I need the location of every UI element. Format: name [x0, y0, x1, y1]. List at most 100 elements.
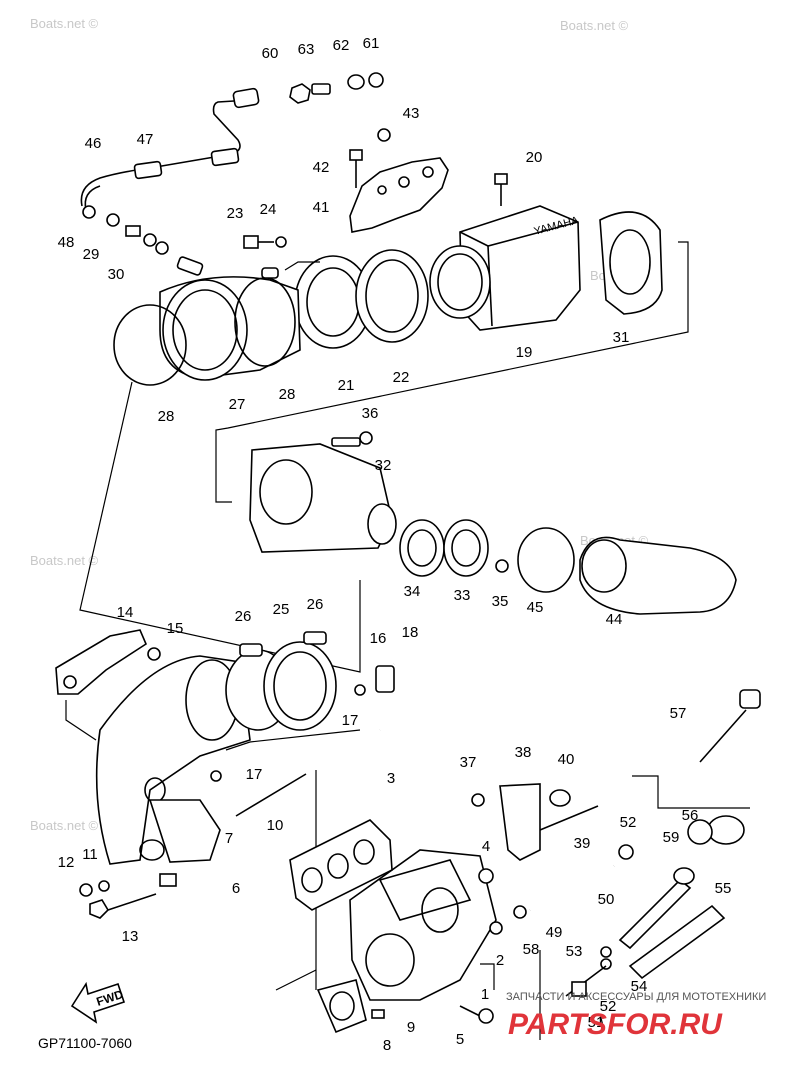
callout-number: 28 — [158, 408, 175, 425]
callout-number: 37 — [460, 754, 477, 771]
callout-number: 9 — [407, 1019, 415, 1036]
callout-number: 26 — [235, 608, 252, 625]
callout-number: 44 — [606, 611, 623, 628]
rubber-joint-27 — [113, 256, 301, 386]
callout-number: 3 — [387, 770, 395, 787]
callout-number: 7 — [225, 830, 233, 847]
callout-number: 50 — [598, 891, 615, 908]
watermark: Boats.net © — [560, 18, 629, 33]
callout-number: 1 — [481, 986, 489, 1003]
hoses-54-55 — [565, 867, 726, 997]
elbow-32 — [249, 431, 397, 553]
callout-number: 39 — [574, 835, 591, 852]
exhaust-manifold-3 — [349, 849, 497, 1001]
callout-number: 47 — [137, 131, 154, 148]
callout-number: 15 — [167, 620, 184, 637]
watermark: Boats.net © — [30, 16, 99, 31]
bracket-41 — [349, 157, 449, 233]
callout-number: 41 — [313, 199, 330, 216]
callout-number: 55 — [715, 880, 732, 897]
reference-frame-bottom — [480, 775, 750, 1040]
callout-number: 28 — [279, 386, 296, 403]
callout-number: 26 — [307, 596, 324, 613]
callout-number: 21 — [338, 377, 355, 394]
callout-number: 32 — [375, 457, 392, 474]
callout-number: 40 — [558, 751, 575, 768]
callout-number: 6 — [232, 880, 240, 897]
bolts-bottom — [79, 868, 587, 1024]
callout-number: 24 — [260, 201, 277, 218]
callout-number: 18 — [402, 624, 419, 641]
forward-arrow-icon: FWD — [70, 981, 125, 1024]
callout-number: 33 — [454, 587, 471, 604]
callout-number: 62 — [333, 37, 350, 54]
callout-number: 5 — [456, 1031, 464, 1048]
callout-number: 45 — [527, 599, 544, 616]
callout-number: 30 — [108, 266, 125, 283]
hose-16-18 — [210, 656, 466, 782]
bracket-38 — [471, 783, 571, 861]
watermark: Boats.net © — [30, 553, 99, 568]
brand-logo: PARTSFOR.RU — [508, 1008, 723, 1041]
callout-number: 17 — [246, 766, 263, 783]
callout-number: 46 — [85, 135, 102, 152]
joint-25-26 — [225, 631, 337, 731]
reference-frame-top — [215, 241, 689, 503]
callout-number: 12 — [58, 854, 75, 871]
callout-number: 22 — [393, 369, 410, 386]
callout-number: 49 — [546, 924, 563, 941]
hose-44 — [579, 536, 737, 615]
callout-number: 59 — [663, 829, 680, 846]
bracket-14 — [55, 629, 161, 695]
muffler-body — [95, 655, 251, 865]
sensor-57-56 — [687, 689, 761, 845]
flange-21-22 — [294, 249, 429, 349]
callout-number: 53 — [566, 943, 583, 960]
callout-number: 27 — [229, 396, 246, 413]
callout-number: 52 — [600, 998, 617, 1015]
callout-number: 23 — [227, 205, 244, 222]
callout-number: 58 — [523, 941, 540, 958]
callout-number: 29 — [83, 246, 100, 263]
callout-number: 61 — [363, 35, 380, 52]
callout-number: 25 — [273, 601, 290, 618]
watermark: Boats.net © — [30, 818, 99, 833]
callout-number: 43 — [403, 105, 420, 122]
gasket-31 — [599, 211, 663, 315]
callout-number: 17 — [342, 712, 359, 729]
callout-number: 42 — [313, 159, 330, 176]
top-hose-assembly — [80, 87, 260, 219]
reference-frame-middle — [79, 381, 361, 673]
callout-number: 36 — [362, 405, 379, 422]
callout-number: 10 — [267, 817, 284, 834]
callout-number: 63 — [298, 41, 315, 58]
callout-number: 2 — [496, 952, 504, 969]
diagram-code: GP71100-7060 — [38, 1035, 132, 1051]
callout-number: 38 — [515, 744, 532, 761]
reference-frame-lower — [65, 700, 361, 751]
exhaust-chamber-19: YAMAHA — [429, 205, 581, 331]
callout-number: 60 — [262, 45, 279, 62]
gasket-8 — [316, 979, 367, 1034]
callout-number: 11 — [82, 846, 98, 863]
callout-number: 16 — [370, 630, 387, 647]
callout-number: 31 — [613, 329, 630, 346]
callout-number: 52 — [620, 814, 637, 831]
rings-33-34-45 — [399, 519, 575, 593]
callout-number: 35 — [492, 593, 509, 610]
small-bolts-top — [106, 72, 508, 255]
callout-number: 34 — [404, 583, 421, 600]
pipes-49-50 — [513, 805, 634, 919]
shop-caption: ЗАПЧАСТИ И АКСЕССУАРЫ ДЛЯ МОТОТЕХНИКИ — [506, 991, 766, 1003]
callout-number: 51 — [588, 1014, 605, 1031]
callout-number: 57 — [670, 705, 687, 722]
callout-number: 8 — [383, 1037, 391, 1054]
callout-number: 4 — [482, 838, 490, 855]
callout-number: 56 — [682, 807, 699, 824]
gasket-3 — [289, 819, 393, 911]
callout-number: 48 — [58, 234, 75, 251]
callout-number: 13 — [122, 928, 139, 945]
callout-number: 19 — [516, 344, 533, 361]
